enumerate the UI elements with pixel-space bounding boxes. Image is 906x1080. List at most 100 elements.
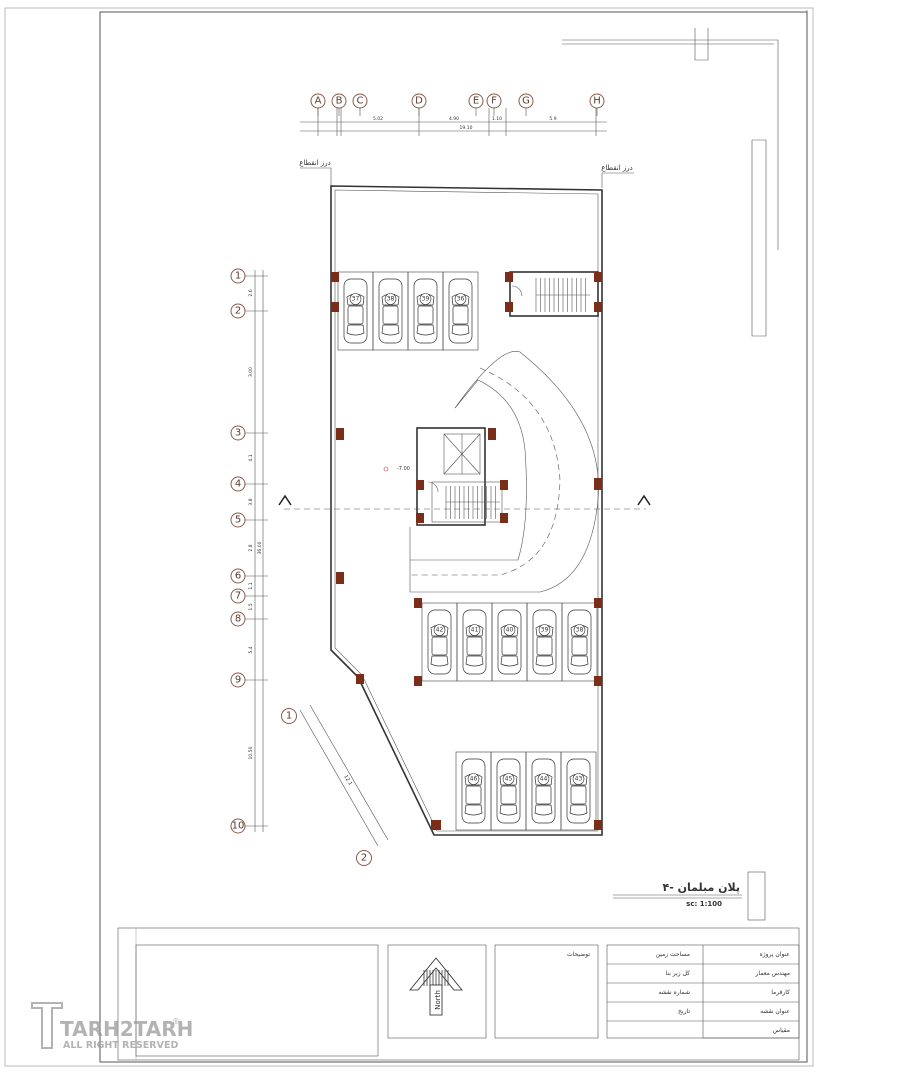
sheet-outer-frame [4,7,814,1067]
svg-text:درز انقطاع: درز انقطاع [601,164,633,172]
column-10 [336,572,344,584]
dim-left-8: 5.4 [248,646,254,653]
middle-row-space-42: 42 [427,609,452,675]
central-core: -7.00 [383,427,503,526]
svg-text:TARH2TARH: TARH2TARH [60,1017,193,1041]
column-20 [416,513,424,523]
svg-text:ALL RIGHT RESERVED: ALL RIGHT RESERVED [63,1040,178,1051]
svg-text:درز انقطاع: درز انقطاع [299,159,331,167]
top-row-space-38: 38 [378,278,403,344]
section-line [278,494,651,510]
dim-left-2: 3.00 [248,367,254,377]
grid-bubble-4: 4 [230,476,268,492]
grid-bubble-B: B [331,93,347,116]
grid-bubble-6: 6 [230,568,268,584]
plan-title-block: پلان مبلمان -۴ sc: 1:100 [613,871,766,921]
svg-text:عنوان پروژه: عنوان پروژه [760,951,790,958]
level-marker: -7.00 [397,466,410,472]
left-dimension-lines [254,270,264,832]
north-arrow-icon: North [409,957,463,1016]
column-17 [594,820,602,830]
svg-text:10: 10 [232,821,245,832]
svg-text:®: ® [172,1017,180,1026]
svg-text:1: 1 [286,711,292,722]
grid-bubble-G: G [518,93,534,116]
dim-top-4: 5.9 [549,116,556,122]
bottom-row-space-45: 45 [496,758,521,824]
column-7 [336,428,344,440]
svg-text:39: 39 [422,296,430,303]
column-2 [505,272,513,282]
column-15 [356,674,364,684]
middle-row-space-39: 39 [532,609,557,675]
svg-text:C: C [357,96,364,107]
svg-text:G: G [522,96,530,107]
descriptions-label: توضیحات [567,951,590,958]
svg-text:37: 37 [352,296,360,303]
grid-bubble-10: 10 [230,818,268,834]
svg-text:1: 1 [235,271,241,282]
svg-text:36: 36 [457,296,465,303]
dim-top-2: 4.90 [449,116,459,122]
column-12 [594,598,602,608]
svg-text:8: 8 [235,614,241,625]
dim-left-total: 36.00 [257,541,263,554]
svg-text:2: 2 [235,306,241,317]
grid-bubble-C: C [352,93,368,116]
bottom-row-space-46: 46 [461,758,486,824]
svg-text:کارفرما: کارفرما [771,989,790,996]
bottom-row-space-43: 43 [566,758,591,824]
ramp [409,351,599,593]
svg-text:کل زیر بنا: کل زیر بنا [666,970,691,977]
middle-row-space-41: 41 [462,609,487,675]
dim-left-1: 2.6 [248,289,254,296]
svg-text:E: E [473,96,479,107]
plan-title: پلان مبلمان -۴ [663,881,741,894]
svg-text:مساحت زمین: مساحت زمین [656,951,690,958]
svg-text:7: 7 [235,591,241,602]
svg-text:5: 5 [235,515,241,526]
svg-text:2: 2 [361,853,367,864]
dim-left-4: 3.8 [248,498,254,505]
dim-left-3: 4.1 [248,454,254,461]
svg-text:42: 42 [436,627,444,634]
column-4 [331,302,339,312]
svg-text:43: 43 [575,776,583,783]
top-row-space-36: 36 [448,278,473,344]
svg-text:38: 38 [576,627,584,634]
column-19 [500,513,508,523]
grid-bubble-8: 8 [230,611,268,627]
svg-text:41: 41 [471,627,479,634]
seismic-joint-left: درز انقطاع [299,159,332,186]
plan-scale: sc: 1:100 [686,900,722,908]
column-18 [500,480,508,490]
svg-text:D: D [415,96,423,107]
svg-text:عنوان نقشه: عنوان نقشه [760,1008,790,1015]
top-row-space-37: 37 [343,278,368,344]
svg-text:4: 4 [235,479,241,490]
grid-bubble-3: 3 [230,425,268,441]
dim-top-total: 19.10 [460,125,473,131]
column-13 [414,676,422,686]
seismic-joint-right: درز انقطاع [601,164,634,188]
grid-bubble-9: 9 [230,672,268,688]
column-11 [414,598,422,608]
bottom-row-space-44: 44 [531,758,556,824]
svg-text:12.1: 12.1 [342,774,353,787]
column-16 [431,820,441,830]
column-8 [488,428,496,440]
column-1 [331,272,339,282]
dim-top-1: 5.02 [373,116,383,122]
dim-left-7: 1.5 [248,603,254,610]
svg-text:A: A [315,96,322,107]
building-outline [330,185,603,836]
structural-columns [331,272,602,830]
column-9 [594,478,602,490]
grid-bubble-7: 7 [230,588,268,604]
north-label: North [434,990,442,1010]
grid-bubble-2: 2 [230,303,268,319]
